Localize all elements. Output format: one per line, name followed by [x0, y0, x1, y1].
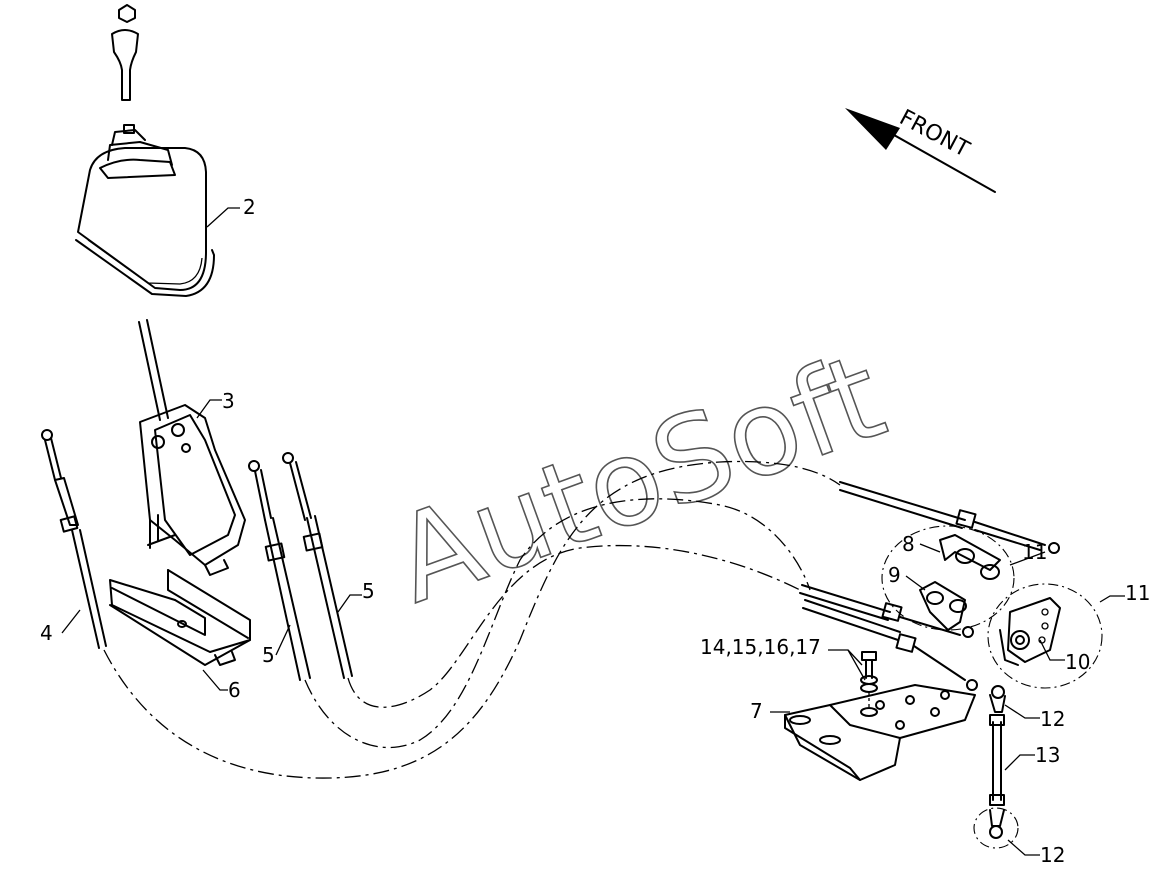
callout-10: 10 [1065, 650, 1090, 674]
callout-12b: 12 [1040, 843, 1065, 867]
front-label: FRONT [895, 105, 974, 163]
detail-circle-lower [973, 807, 1019, 849]
cable-route-left [103, 460, 841, 779]
shift-cable-middle-a [248, 460, 311, 681]
detail-circle-upper [881, 525, 1015, 631]
callout-3: 3 [222, 389, 235, 413]
callout-11a: 11 [1022, 540, 1047, 564]
cable-end-upper [839, 481, 1060, 554]
cable-end-middle [799, 584, 974, 638]
connecting-rod [989, 714, 1005, 806]
callout-5a: 5 [362, 579, 375, 603]
shifter-lever-assembly [138, 319, 246, 576]
callout-5b: 5 [262, 643, 275, 667]
shift-boot-cover [75, 124, 215, 297]
shift-knob [111, 4, 139, 101]
callout-7: 7 [750, 699, 763, 723]
rod-end-lower [989, 809, 1005, 839]
cable-end-lower [802, 599, 978, 691]
callout-4: 4 [40, 621, 53, 645]
bolt-set [860, 651, 878, 717]
pivot-bracket [999, 597, 1061, 666]
cable-route-middle-b [347, 544, 801, 708]
front-arrow-icon [845, 108, 996, 193]
callout-2: 2 [243, 195, 256, 219]
callout-14-17: 14,15,16,17 [700, 635, 821, 659]
callout-11b: 11 [1125, 581, 1150, 605]
detail-circle-right [987, 583, 1103, 689]
cable-clamp-bracket [919, 534, 1001, 631]
mounting-bracket [109, 569, 251, 666]
callout-8: 8 [902, 532, 915, 556]
shift-cable-middle-b [282, 452, 353, 679]
callout-9: 9 [888, 563, 901, 587]
cable-route-middle-a [304, 498, 811, 749]
leader-lines [61, 207, 1125, 856]
watermark: AutoSoft [377, 327, 900, 630]
shift-cable-left [41, 429, 107, 649]
callout-6: 6 [228, 678, 241, 702]
callout-13: 13 [1035, 743, 1060, 767]
base-plate [784, 684, 976, 781]
callout-12a: 12 [1040, 707, 1065, 731]
rod-end-upper [989, 685, 1006, 713]
